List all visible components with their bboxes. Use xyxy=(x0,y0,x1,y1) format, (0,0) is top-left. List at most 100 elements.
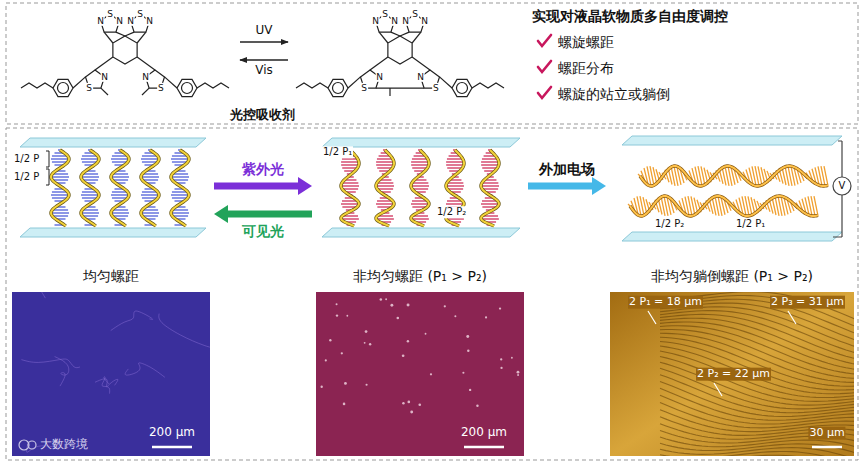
cell-node: 非均匀螺距 (P₁ > P₂) xyxy=(316,135,524,285)
defect-dot xyxy=(346,315,348,317)
check-mark xyxy=(538,61,551,72)
stripe xyxy=(660,341,854,390)
atom-label: N xyxy=(96,16,105,26)
watermark-logo xyxy=(28,441,36,449)
defect-dot xyxy=(341,352,343,354)
helix-curve xyxy=(111,150,129,226)
helix xyxy=(481,150,499,226)
defect-dot xyxy=(344,382,347,385)
atom-label: S xyxy=(360,83,368,93)
scale-label: 200 μm xyxy=(461,426,507,440)
bond xyxy=(440,77,453,88)
lc-molecule xyxy=(341,161,359,162)
switch-label: Vis xyxy=(255,64,273,78)
stripe xyxy=(660,388,854,420)
lc-molecule xyxy=(481,185,499,186)
lc-molecule xyxy=(411,161,429,162)
atom-label: N xyxy=(145,16,154,26)
helix xyxy=(341,150,359,226)
defect-dot xyxy=(425,333,427,335)
defect-dot xyxy=(369,343,371,345)
pitch-label: 1/2 P xyxy=(14,171,39,183)
defect-dot xyxy=(517,374,519,376)
helix-curve xyxy=(481,150,499,226)
helix-outline xyxy=(81,150,99,226)
defect-dot xyxy=(407,340,409,342)
defect-dot xyxy=(402,402,404,404)
disclination-line xyxy=(95,379,118,387)
lc-molecule xyxy=(341,164,359,165)
micrograph xyxy=(12,292,210,456)
glass-substrate xyxy=(622,136,842,145)
ring-bond xyxy=(53,79,73,96)
helix-outline xyxy=(341,150,359,226)
glass-substrate xyxy=(20,138,206,147)
bond xyxy=(137,57,155,70)
defect-dot xyxy=(325,359,327,361)
scale-label: 200 μm xyxy=(149,426,195,440)
pitch-label: 1/2 P₁ xyxy=(322,146,353,158)
lc-molecule xyxy=(111,194,129,195)
defect-dot xyxy=(380,298,383,301)
bond xyxy=(165,77,178,88)
switch-label: UV xyxy=(256,24,273,38)
defect-dot xyxy=(444,305,446,307)
check-mark xyxy=(538,35,551,46)
helix-curve xyxy=(171,150,189,226)
lc-molecule xyxy=(824,166,828,186)
bond xyxy=(412,32,421,43)
lc-molecule xyxy=(376,164,394,165)
atom-label: S xyxy=(411,9,419,19)
lc-molecule xyxy=(341,203,359,204)
ring-bond xyxy=(130,14,149,32)
lc-molecule xyxy=(51,176,69,177)
helix xyxy=(446,150,464,226)
bond xyxy=(389,88,390,96)
panel-heading: 实现对液晶软物质多自由度调控 xyxy=(532,8,728,24)
atom-label: N xyxy=(375,72,384,82)
atom-label: S xyxy=(136,9,144,19)
atom-label: N xyxy=(401,16,410,26)
feature-item: 螺旋螺距 xyxy=(558,34,614,50)
panel-border xyxy=(6,128,858,460)
flow-arrow xyxy=(228,211,312,218)
ring-bond xyxy=(388,36,412,64)
stripe xyxy=(660,402,854,427)
stripe xyxy=(660,307,854,348)
helix-curve xyxy=(640,166,828,186)
lc-molecule xyxy=(141,176,159,177)
disclination-line xyxy=(40,292,75,298)
pitch-label: 1/2 P₂ xyxy=(654,218,685,230)
defect-dot xyxy=(467,350,469,352)
lc-molecule xyxy=(141,212,159,213)
lc-molecule xyxy=(411,185,429,186)
lc-molecule xyxy=(341,185,359,186)
pitch-label: 1/2 P xyxy=(14,153,39,165)
lc-molecule xyxy=(376,161,394,162)
defect-dot xyxy=(485,316,487,318)
disclination-line xyxy=(159,314,210,349)
aromatic-ring xyxy=(182,83,193,94)
ring-bond xyxy=(100,14,119,32)
lc-molecule xyxy=(51,212,69,213)
atom-label: S xyxy=(381,9,389,19)
stripe xyxy=(660,443,854,453)
ring-bond xyxy=(177,79,197,96)
atom-label: S xyxy=(157,83,165,93)
stripe xyxy=(660,368,854,409)
lc-molecule xyxy=(81,194,99,195)
aromatic-ring xyxy=(457,83,468,94)
ring-bond xyxy=(452,79,472,96)
glass-substrate xyxy=(322,138,520,147)
lc-molecule xyxy=(446,185,464,186)
stripe xyxy=(660,437,854,447)
helix-curve xyxy=(376,150,394,226)
lc-molecule xyxy=(171,176,189,177)
cell-node: 非均匀躺倒螺距 (P₁ > P₂) xyxy=(610,135,854,285)
measurement-label: 2 P₂ = 22 μm xyxy=(696,368,771,381)
lc-molecule xyxy=(446,203,464,204)
node-caption: 非均匀螺距 (P₁ > P₂) xyxy=(353,268,487,285)
helix-curve xyxy=(341,150,359,226)
